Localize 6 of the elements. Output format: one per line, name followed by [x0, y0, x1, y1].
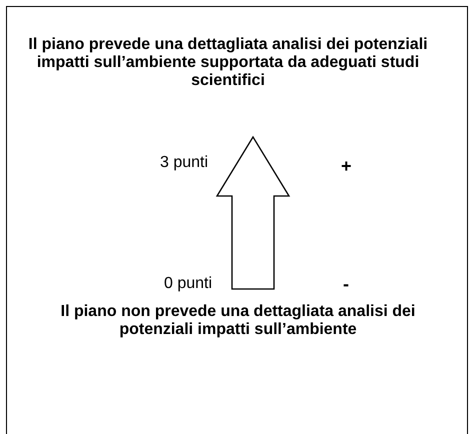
- minus-sign: -: [343, 275, 349, 293]
- heading-text: Il piano prevede una dettagliata analisi dei potenziali impatti sull’ambiente supportata da adeguati studi scientifici: [28, 36, 428, 90]
- plus-sign: +: [341, 157, 352, 175]
- scale-label: 3 punti: [160, 154, 208, 172]
- scale-label: 0 punti: [164, 275, 212, 293]
- footer-text: Il piano non prevede una dettagliata analisi dei potenziali impatti sull’ambiente: [60, 303, 416, 339]
